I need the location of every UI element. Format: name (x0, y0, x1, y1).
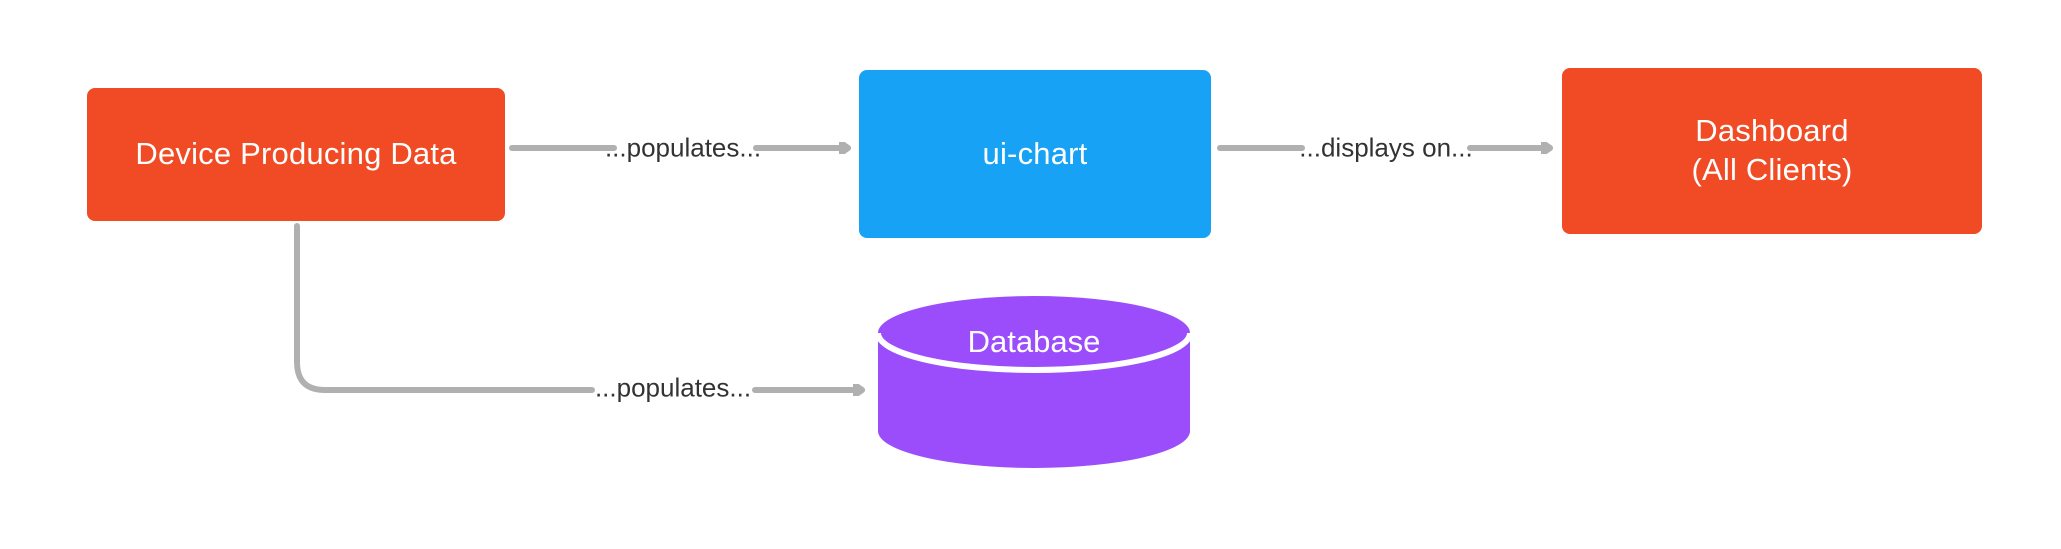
node-ui-chart[interactable]: ui-chart (859, 70, 1211, 238)
edge-device-to-database (294, 223, 865, 390)
node-dashboard[interactable]: Dashboard (All Clients) (1562, 68, 1982, 234)
database-cylinder-icon (875, 296, 1193, 468)
edge-label-uichart-to-dashboard: ...displays on... (1299, 132, 1473, 163)
edge-label-device-to-uichart: ...populates... (604, 132, 762, 163)
node-database[interactable]: Database (874, 296, 1194, 468)
node-device-label: Device Producing Data (135, 136, 457, 172)
edge-label-device-to-database: ...populates... (594, 372, 752, 403)
node-ui-chart-label: ui-chart (982, 135, 1088, 171)
node-dashboard-label: Dashboard (All Clients) (1691, 113, 1853, 187)
node-device-producing-data[interactable]: Device Producing Data (87, 88, 505, 221)
